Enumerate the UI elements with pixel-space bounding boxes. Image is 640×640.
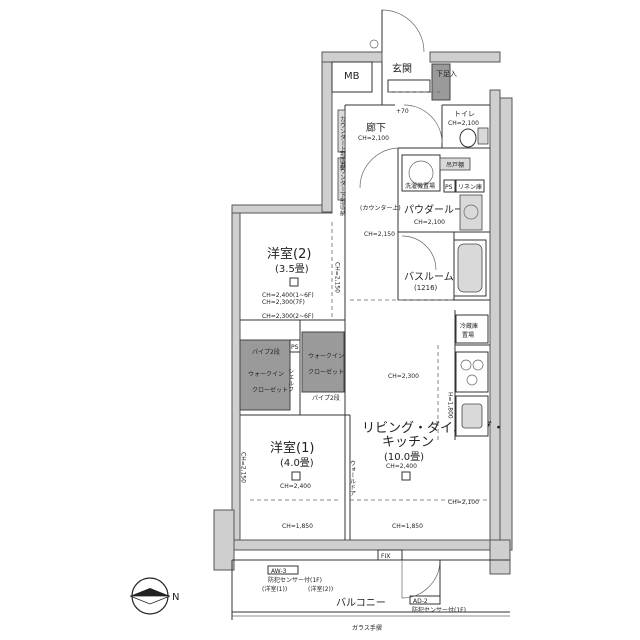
powder-room-area: 洗濯機置場 吊戸棚 リネン庫 PS パウダールーム CH=2,100 <box>401 154 485 231</box>
hallway-ch: CH=2,100 <box>358 135 389 142</box>
western1-ch: CH=2,400 <box>280 483 311 490</box>
bath-label: バスルーム <box>404 271 454 283</box>
western2-ch2: CH=2,300(7F) <box>262 299 305 306</box>
counter-label: (カウンター上) <box>360 204 401 212</box>
glass-rail-label: ガラス手摺 <box>352 624 382 632</box>
toilet-label: トイレ <box>454 110 475 118</box>
toilet-area: トイレ CH=2,100 <box>448 110 489 148</box>
ps-label-1: PS <box>445 184 453 191</box>
plus70-label: +70 <box>396 108 409 115</box>
outer-walls <box>213 51 513 575</box>
sensor1-label: 防犯センサー付(1F) <box>268 576 322 584</box>
toilet-hall-door[interactable] <box>403 104 443 144</box>
powder-room-label: パウダールーム <box>404 203 474 216</box>
wall-door-label: ウォールドア <box>349 460 356 496</box>
western1-label: 洋室(1) <box>270 440 314 456</box>
western2-ch1: CH=2,400(1~6F) <box>262 292 314 299</box>
h-1800-label: H=1,800 <box>447 392 454 419</box>
sensor2-label: 防犯センサー付(1F) <box>412 606 466 614</box>
wic-right-label: ウォークイン <box>308 352 344 360</box>
ldk-area: リビング・ダイニング・ キッチン (10.0畳) CH=2,400 CH=2,3… <box>350 231 505 530</box>
western1-size: (4.0畳) <box>280 457 314 469</box>
storage-side-label: カウンター下部収納 <box>339 162 346 217</box>
shoe-box-label: 下足入 <box>436 70 457 78</box>
sensor1-rooms: (洋室(1)) <box>262 585 287 593</box>
ch-2150-b: CH=2,150 <box>240 452 247 483</box>
western-room-2: 洋室(2) (3.5畳) CH=2,400(1~6F) CH=2,300(7F)… <box>262 222 341 320</box>
pipe2-label: パイプ2段 <box>312 394 340 402</box>
western2-label: 洋室(2) <box>267 246 311 262</box>
ad2-label: AD-2 <box>413 598 428 605</box>
bathroom-area: バスルーム (1216) <box>401 235 487 297</box>
toilet-ch: CH=2,100 <box>448 120 479 127</box>
aw3-label: AW-3 <box>271 568 287 575</box>
western2-size: (3.5畳) <box>275 263 309 275</box>
powder-room-ch: CH=2,100 <box>414 219 445 226</box>
ch-1850-a: CH=1,850 <box>282 523 313 530</box>
fridge-label2: 置場 <box>462 331 474 339</box>
ldk-ch: CH=2,400 <box>386 463 417 470</box>
western-room-1: 洋室(1) (4.0畳) CH=2,400 CH=2,150 CH=1,850 … <box>240 440 356 530</box>
ch-2150-c: CH=2,150 <box>364 231 395 238</box>
fridge-label: 冷蔵庫 <box>460 322 478 330</box>
bath-door[interactable] <box>401 235 437 271</box>
ldk-size: (10.0畳) <box>384 451 424 463</box>
hallway-label: 廊下 <box>366 121 386 134</box>
north-label: N <box>172 592 179 603</box>
entrance-area: MB 玄関 下足入 <box>331 9 457 101</box>
western2-ch3: CH=2,300(2~6F) <box>262 313 314 320</box>
counter-side-label: カウンター上部収納 <box>339 116 346 171</box>
hallway-door[interactable] <box>359 147 399 189</box>
balcony-label: バルコニー <box>336 597 386 609</box>
ldk-label2: キッチン <box>382 435 434 450</box>
balcony-door[interactable] <box>401 559 441 599</box>
ch-1850-b: CH=1,850 <box>392 523 423 530</box>
laundry-label: 洗濯機置場 <box>405 182 435 190</box>
north-arrow: N <box>129 577 179 615</box>
hallway-area: 廊下 CH=2,100 +70 カウンター上部収納 カウンター下部収納 (カウン… <box>337 104 443 217</box>
ldk-ch2: CH=2,300 <box>388 373 419 380</box>
entrance-label: 玄関 <box>392 62 412 75</box>
cabinet-label: 吊戸棚 <box>446 161 464 169</box>
ldk-ch3: CH=2,100 <box>448 499 479 506</box>
closet-area: PS パイプ2段 ウォークイン クローゼット ウォークイン クローゼット パイプ… <box>239 331 345 411</box>
bath-size: (1216) <box>414 284 438 292</box>
sensor1-rooms2: (洋室(2)) <box>308 585 333 593</box>
mb-label: MB <box>344 71 360 82</box>
linen-label: リネン庫 <box>458 183 482 191</box>
fix-label: FIX <box>381 553 390 560</box>
wic-right-label2: クローゼット <box>308 368 344 376</box>
ps-label-2: PS <box>291 344 299 351</box>
wic-left-label2: クローゼット <box>252 386 288 394</box>
shelf-label: シェルフ <box>287 368 294 392</box>
pipe1-label: パイプ2段 <box>252 348 280 356</box>
wic-left-label: ウォークイン <box>248 370 284 378</box>
ch-2150-a: CH=2,150 <box>334 262 341 293</box>
entrance-door[interactable] <box>381 9 425 53</box>
balcony-area: FIX AW-3 AD-2 防犯センサー付(1F) (洋室(1)) (洋室(2)… <box>231 549 510 632</box>
